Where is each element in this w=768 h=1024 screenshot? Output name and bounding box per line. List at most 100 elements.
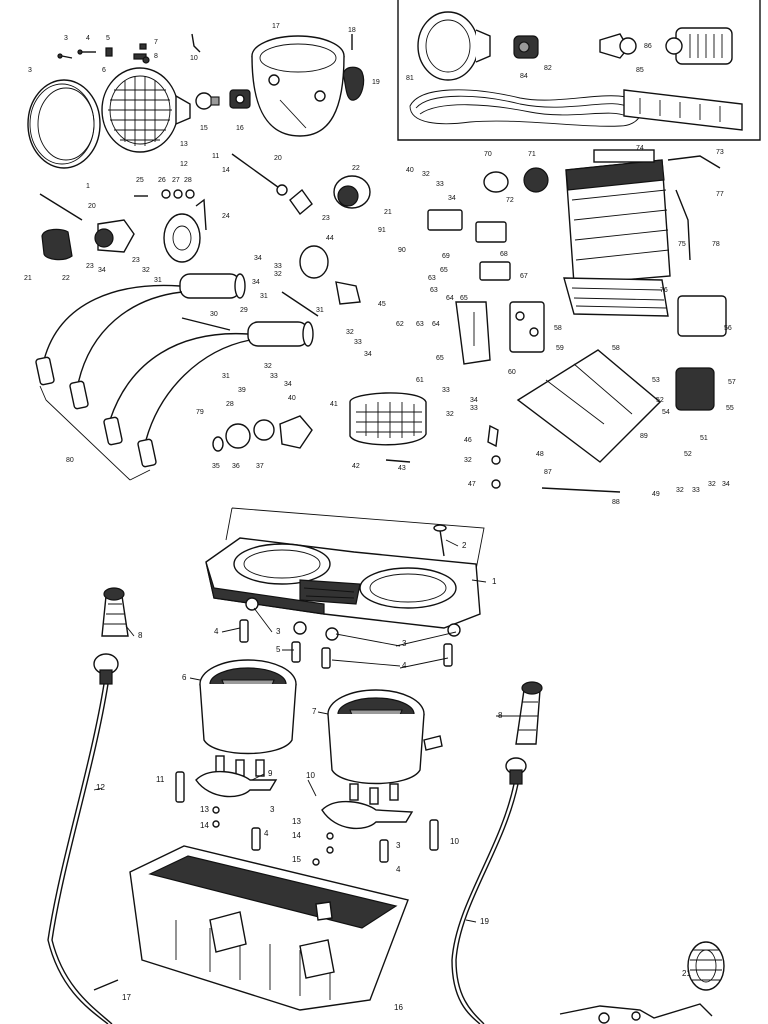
callout-56: 56 <box>724 325 732 332</box>
callout-1: 1 <box>86 183 90 190</box>
callout-90: 90 <box>398 247 406 254</box>
callout-17: 17 <box>122 993 131 1002</box>
regulator-bracket <box>455 301 491 365</box>
pilot-lamp-cap <box>41 228 73 261</box>
callout-32: 32 <box>464 457 472 464</box>
speedometer-cable <box>47 653 119 1024</box>
callout-26: 26 <box>158 177 166 184</box>
callout-3: 3 <box>402 639 407 648</box>
rectifier-plug <box>299 245 361 305</box>
inset-socket-a <box>513 35 539 59</box>
callout-27: 27 <box>172 177 180 184</box>
callout-33: 33 <box>436 181 444 188</box>
callout-62: 62 <box>396 321 404 328</box>
callout-33: 33 <box>354 339 362 346</box>
battery <box>565 149 671 285</box>
callout-31: 31 <box>222 373 230 380</box>
washers-row <box>134 189 195 199</box>
callout-22: 22 <box>352 165 360 172</box>
callout-40: 40 <box>406 167 414 174</box>
callout-34: 34 <box>98 267 106 274</box>
callout-65: 65 <box>460 295 468 302</box>
callout-32: 32 <box>676 487 684 494</box>
callout-65: 65 <box>440 267 448 274</box>
drive-gear <box>687 941 725 991</box>
inset-wiring-harness <box>409 89 642 127</box>
callout-31: 31 <box>260 293 268 300</box>
drive-linkage <box>559 1003 713 1024</box>
callout-25: 25 <box>136 177 144 184</box>
relay-block <box>427 167 549 281</box>
callout-46: 46 <box>464 437 472 444</box>
callout-82: 82 <box>544 65 552 72</box>
callout-78: 78 <box>712 241 720 248</box>
callout-33: 33 <box>442 387 450 394</box>
pilot-socket <box>94 219 135 253</box>
callout-9: 9 <box>268 769 273 778</box>
callout-89: 89 <box>640 433 648 440</box>
callout-14: 14 <box>292 831 301 840</box>
callout-8: 8 <box>138 631 143 640</box>
callout-33: 33 <box>470 405 478 412</box>
instrument-housing <box>129 845 409 1011</box>
mounting-bolt <box>39 193 83 221</box>
callout-34: 34 <box>284 381 292 388</box>
callout-72: 72 <box>506 197 514 204</box>
callout-12: 12 <box>96 783 105 792</box>
callout-33: 33 <box>692 487 700 494</box>
callout-31: 31 <box>316 307 324 314</box>
callout-13: 13 <box>292 817 301 826</box>
callout-65: 65 <box>436 355 444 362</box>
callout-34: 34 <box>254 255 262 262</box>
cable-clamp <box>487 424 501 489</box>
wire-clip <box>191 33 201 53</box>
callout-55: 55 <box>726 405 734 412</box>
callout-85: 85 <box>636 67 644 74</box>
housing-screws <box>93 771 439 991</box>
callout-63: 63 <box>428 275 436 282</box>
callout-49: 49 <box>652 491 660 498</box>
callout-28: 28 <box>226 401 234 408</box>
callout-57: 57 <box>728 379 736 386</box>
switch-knob <box>342 66 365 101</box>
callout-34: 34 <box>448 195 456 202</box>
callout-21: 21 <box>24 275 32 282</box>
callout-34: 34 <box>470 397 478 404</box>
callout-4: 4 <box>214 627 219 636</box>
headlamp-shell <box>251 35 345 137</box>
inset-socket-b <box>599 33 637 59</box>
callout-13: 13 <box>200 805 209 814</box>
cable-grommet-left <box>101 587 129 637</box>
callout-91: 91 <box>378 227 386 234</box>
callout-42: 42 <box>352 463 360 470</box>
callout-16: 16 <box>394 1003 403 1012</box>
fuse-box <box>675 295 727 411</box>
tachometer-cable <box>451 757 527 1024</box>
callout-51: 51 <box>700 435 708 442</box>
callout-35: 35 <box>212 463 220 470</box>
callout-32: 32 <box>422 171 430 178</box>
callout-21: 21 <box>384 209 392 216</box>
warning-lamp-holders <box>239 597 461 669</box>
headlamp-lens <box>101 67 191 153</box>
callout-75: 75 <box>678 241 686 248</box>
callout-12: 12 <box>180 161 188 168</box>
callout-28: 28 <box>184 177 192 184</box>
callout-67: 67 <box>520 273 528 280</box>
horn <box>163 198 207 263</box>
cable-grommet-right <box>515 681 543 745</box>
coil-bolt <box>281 291 319 317</box>
callout-13: 13 <box>180 141 188 148</box>
bulb <box>195 92 220 110</box>
callout-84: 84 <box>520 73 528 80</box>
inset-box <box>397 0 761 141</box>
callout-64: 64 <box>446 295 454 302</box>
callout-36: 36 <box>232 463 240 470</box>
callout-33: 33 <box>274 263 282 270</box>
callout-16: 16 <box>236 125 244 132</box>
callout-5: 5 <box>276 645 281 654</box>
callout-31: 31 <box>154 277 162 284</box>
lamp-screw <box>385 459 411 463</box>
ignition-switch <box>289 175 371 216</box>
